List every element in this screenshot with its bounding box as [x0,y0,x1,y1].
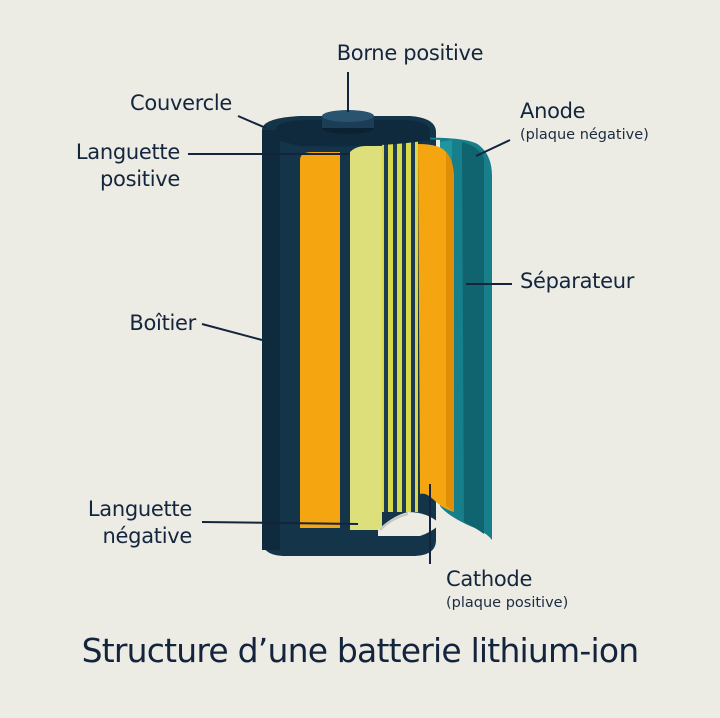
positive-terminal [322,110,374,134]
diagram-title: Structure d’une batterie lithium-ion [81,631,640,670]
label-boitier: Boîtier [129,311,196,335]
label-separateur: Séparateur [520,269,635,293]
label-borne-positive: Borne positive [336,41,484,65]
leader-lines [188,72,512,564]
label-languette-positive-line1: Languette [75,140,180,164]
separator-layer [350,140,418,530]
label-languette-negative-line2: négative [102,524,193,548]
cathode-layer [300,144,454,528]
label-couvercle: Couvercle [130,91,232,115]
label-languette-positive-line2: positive [100,167,180,191]
label-anode: Anode [520,99,586,123]
label-anode-sub: (plaque négative) [520,127,649,143]
cathode-bottom-cut [378,512,440,536]
label-cathode-sub: (plaque positive) [446,595,569,611]
label-cathode: Cathode [446,567,533,591]
label-languette-negative-line1: Languette [87,497,192,521]
